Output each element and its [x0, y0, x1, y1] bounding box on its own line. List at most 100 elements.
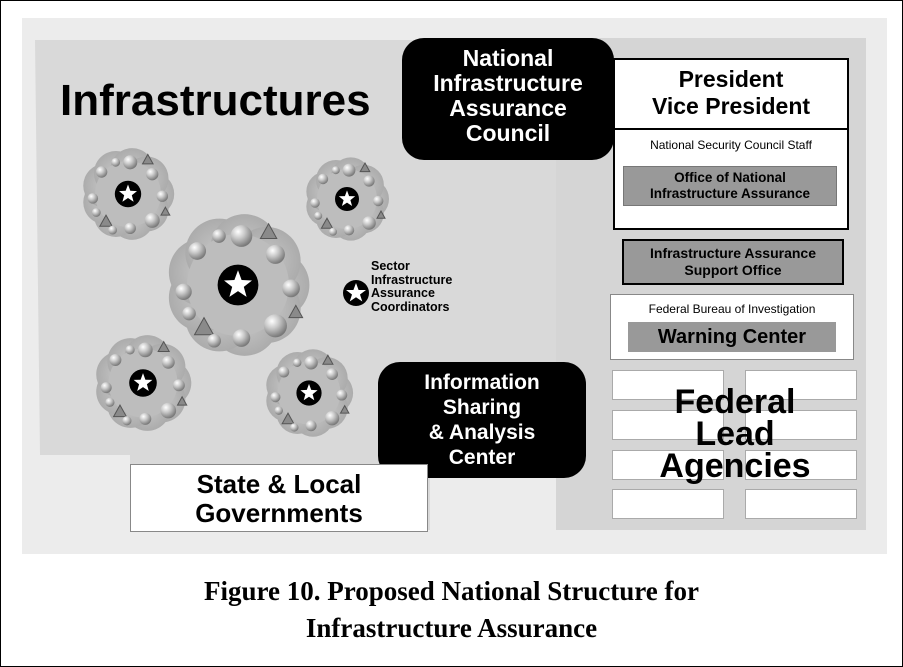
sphere-icon [310, 198, 320, 208]
sphere-icon [182, 306, 196, 321]
sphere-icon [363, 175, 375, 187]
sphere-icon [123, 155, 138, 170]
agency-box [745, 410, 857, 440]
ona-label: Office of National Infrastructure Assura… [623, 170, 837, 202]
sphere-icon [144, 212, 160, 228]
sphere-icon [343, 225, 355, 236]
sphere-icon [124, 222, 136, 235]
federal-lead-line: Lead [695, 415, 775, 453]
state-local-box [130, 464, 428, 532]
sphere-icon [172, 379, 185, 392]
sector-coordinators-label: Sector Infrastructure Assurance Coordina… [371, 259, 453, 314]
infrastructure-cluster [168, 214, 310, 356]
infrastructure-cluster [96, 335, 192, 431]
sphere-icon [175, 283, 192, 300]
triangle-icon [320, 217, 334, 229]
fbi-label: Federal Bureau of Investigation [648, 302, 816, 316]
star-shape [224, 270, 252, 297]
infrastructure-cluster [306, 157, 389, 241]
figure-caption: Figure 10. Proposed National Structure f… [0, 573, 903, 647]
niac-label: National Infrastructure Assurance Counci… [402, 46, 614, 146]
iaso-line: Support Office [684, 262, 782, 278]
ona-box [623, 166, 837, 206]
niac-line: Assurance [449, 95, 567, 121]
sphere-icon [293, 358, 302, 367]
warning-center-box [628, 322, 836, 352]
sphere-icon [137, 342, 153, 358]
agency-box [745, 450, 857, 480]
sphere-icon [265, 244, 285, 264]
president-box [613, 58, 849, 130]
star-shape [300, 383, 318, 401]
sphere-icon [331, 166, 340, 175]
federal-lead-line: Federal [674, 383, 796, 421]
triangle-icon [112, 404, 128, 418]
niac-line: Council [465, 120, 551, 146]
sphere-icon [100, 382, 112, 394]
ona-line: Office of National [674, 170, 786, 185]
sphere-icon [336, 389, 348, 401]
infrastructure-clusters [83, 148, 389, 437]
iaso-line: Infrastructure Assurance [650, 245, 816, 261]
agency-box [612, 410, 724, 440]
caption-line: Infrastructure Assurance [305, 613, 598, 643]
triangle-icon [193, 316, 215, 336]
triangle-icon [281, 412, 295, 425]
iaso-label: Infrastructure Assurance Support Office [622, 245, 844, 279]
sphere-icon [160, 402, 177, 419]
sphere-icon [282, 279, 300, 298]
sphere-icon [230, 225, 253, 247]
isac-line: Information [424, 371, 540, 394]
agency-box [612, 489, 724, 519]
triangle-icon [141, 153, 154, 165]
sphere-icon [263, 314, 287, 338]
sphere-icon [95, 166, 108, 178]
sphere-icon [324, 411, 340, 426]
sphere-icon [314, 211, 323, 220]
isac-line: & Analysis [428, 421, 536, 444]
sphere-icon [304, 356, 318, 370]
sphere-icon [108, 225, 117, 235]
caption-line: Figure 10. Proposed National Structure f… [204, 576, 699, 606]
sphere-icon [342, 163, 356, 177]
sphere-icon [105, 397, 115, 407]
triangle-icon [322, 354, 334, 365]
sphere-icon [305, 420, 317, 432]
niac-box [402, 38, 614, 160]
star-shape [133, 373, 153, 391]
triangle-icon [98, 214, 114, 227]
triangle-icon [376, 209, 386, 219]
sphere-icon [156, 190, 169, 202]
state-local-line: Governments [195, 498, 363, 528]
sphere-icon [87, 193, 99, 204]
agency-box [612, 450, 724, 480]
sphere-icon [212, 229, 226, 243]
triangle-icon [288, 304, 304, 319]
triangle-icon [339, 404, 350, 414]
sphere-icon [139, 412, 152, 425]
sphere-icon [362, 216, 376, 230]
sphere-icon [161, 355, 175, 369]
sphere-icon [146, 168, 159, 181]
sphere-icon [270, 392, 281, 403]
sector-coordinators-line: Coordinators [371, 299, 450, 314]
ona-line: Infrastructure Assurance [649, 186, 811, 201]
triangle-icon [176, 395, 188, 406]
sphere-icon [373, 195, 384, 207]
sector-coordinators-line: Assurance [371, 286, 435, 300]
sphere-icon [278, 366, 290, 378]
sphere-icon [207, 333, 221, 348]
president-line: President [678, 66, 784, 92]
sector-coordinators-line: Infrastructure [371, 272, 453, 287]
isac-box [378, 362, 586, 478]
triangle-icon [259, 222, 278, 239]
vice-president-line: Vice President [651, 93, 811, 119]
warning-center-label: Warning Center [657, 326, 807, 348]
sphere-icon [122, 416, 132, 426]
sphere-icon [317, 173, 329, 185]
sphere-icon [125, 345, 135, 355]
nsc-staff-label: National Security Council Staff [650, 138, 812, 152]
triangle-icon [359, 161, 371, 173]
star-shape [119, 184, 137, 202]
